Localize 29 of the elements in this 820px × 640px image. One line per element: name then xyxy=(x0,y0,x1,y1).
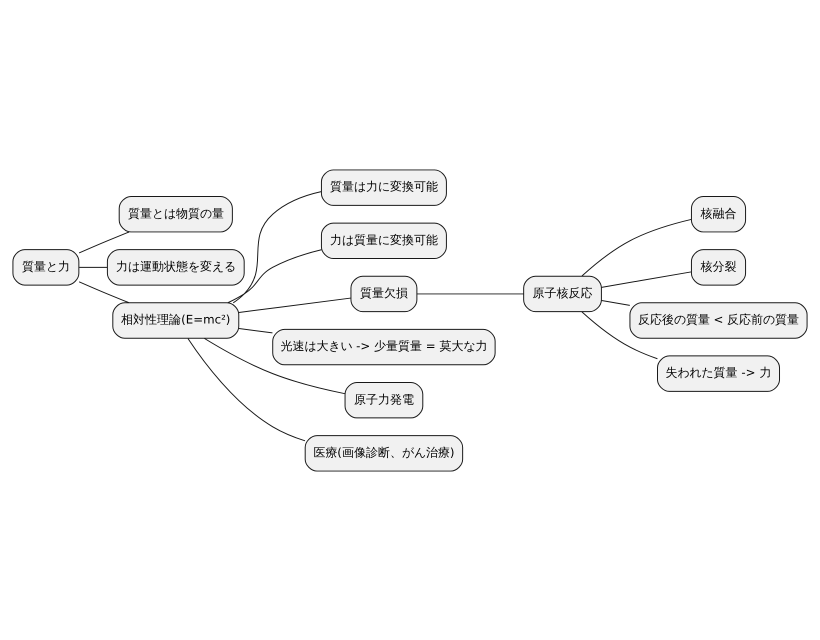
connector xyxy=(581,218,692,276)
node-box: 質量欠損 xyxy=(350,275,418,312)
node-box: 力は運動状態を変える xyxy=(106,248,245,286)
node-box: 医療(画像診断、がん治療) xyxy=(304,434,464,472)
node-box: 質量と力 xyxy=(12,248,80,286)
node-box: 質量は力に変換可能 xyxy=(320,168,447,206)
connector xyxy=(601,270,692,288)
connector xyxy=(581,310,658,359)
connector xyxy=(78,266,108,268)
connector xyxy=(238,328,273,333)
connector xyxy=(204,337,346,394)
node-box: 力は質量に変換可能 xyxy=(320,222,447,258)
node-box: 相対性理論(E=mc²) xyxy=(112,302,240,338)
node-box: 失われた質量 -> 力 xyxy=(657,354,780,392)
node-box: 質量とは物質の量 xyxy=(118,196,233,232)
connector xyxy=(601,300,630,306)
connector xyxy=(78,280,130,303)
node-box: 光速は大きい -> 少量質量 = 莫大な力 xyxy=(272,328,496,365)
connector xyxy=(227,248,322,303)
connector xyxy=(188,338,306,441)
connector xyxy=(238,297,352,312)
node-box: 原子核反応 xyxy=(523,275,602,312)
node-box: 核融合 xyxy=(690,196,746,232)
connector xyxy=(416,292,524,294)
node-box: 核分裂 xyxy=(690,248,746,286)
node-box: 原子力発電 xyxy=(344,382,424,418)
connector xyxy=(232,190,322,303)
connector xyxy=(78,231,130,253)
node-box: 反応後の質量 < 反応前の質量 xyxy=(629,302,808,338)
